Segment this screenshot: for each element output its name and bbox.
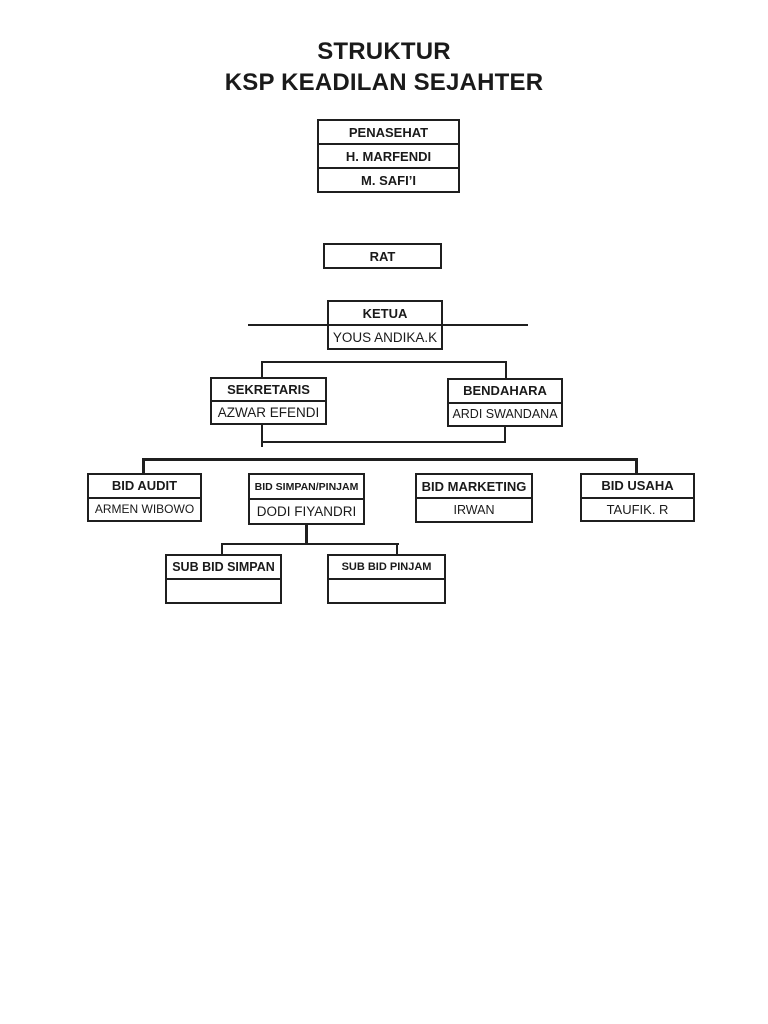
node-sub-bid-pinjam-title: SUB BID PINJAM — [341, 561, 432, 573]
node-bid-usaha: BID USAHA TAUFIK. R — [580, 473, 695, 522]
node-penasehat-member-2: M. SAFI’I — [319, 167, 458, 191]
node-rat-title: RAT — [369, 248, 396, 264]
connector-drop-to-bid-usaha — [635, 458, 638, 474]
page-title-line2: KSP KEADILAN SEJAHTER — [224, 69, 544, 96]
node-sub-bid-simpan: SUB BID SIMPAN — [165, 554, 282, 604]
node-sub-bid-simpan-title: SUB BID SIMPAN — [172, 560, 275, 574]
connector-sekretaris-bendahara-horizontal — [261, 441, 506, 443]
connector-drop-to-bendahara — [505, 361, 507, 379]
connector-bid-row-horizontal — [142, 458, 638, 461]
node-sub-bid-pinjam-name-empty — [329, 578, 444, 602]
node-bid-marketing-name: IRWAN — [417, 497, 531, 521]
node-penasehat: PENASEHAT H. MARFENDI M. SAFI’I — [317, 119, 460, 193]
node-bid-usaha-title: BID USAHA — [601, 478, 674, 494]
connector-sekretaris-down — [261, 424, 263, 447]
connector-drop-to-bid-audit — [142, 458, 145, 474]
node-sekretaris-title: SEKRETARIS — [227, 382, 310, 397]
connector-drop-to-sekretaris — [261, 361, 263, 378]
node-bid-simpan-pinjam: BID SIMPAN/PINJAM DODI FIYANDRI — [248, 473, 365, 525]
node-sub-bid-pinjam: SUB BID PINJAM — [327, 554, 446, 604]
node-bid-simpan-pinjam-name: DODI FIYANDRI — [250, 498, 363, 523]
page-title: STRUKTUR KSP KEADILAN SEJAHTER — [0, 36, 768, 98]
page-title-line1: STRUKTUR — [317, 38, 451, 65]
connector-bendahara-down — [504, 426, 506, 443]
node-bendahara-title: BENDAHARA — [463, 383, 547, 399]
node-bid-simpan-pinjam-title: BID SIMPAN/PINJAM — [254, 480, 359, 493]
node-ketua-name: YOUS ANDIKA.K — [329, 324, 441, 348]
node-bid-audit-name: ARMEN WIBOWO — [89, 496, 200, 521]
node-bid-audit-title: BID AUDIT — [111, 478, 178, 494]
connector-sub-bid-horizontal — [221, 543, 399, 545]
node-penasehat-member-1: H. MARFENDI — [319, 143, 458, 167]
node-penasehat-title: PENASEHAT — [348, 124, 429, 140]
connector-drop-to-sub-bid-simpan — [221, 543, 223, 555]
node-bid-marketing-title: BID MARKETING — [421, 478, 527, 494]
node-rat: RAT — [323, 243, 442, 269]
node-sekretaris: SEKRETARIS AZWAR EFENDI — [210, 377, 327, 425]
node-sekretaris-name: AZWAR EFENDI — [212, 400, 325, 423]
node-ketua: KETUA YOUS ANDIKA.K — [327, 300, 443, 350]
node-bid-usaha-name: TAUFIK. R — [582, 496, 693, 521]
node-sub-bid-simpan-name-empty — [167, 578, 280, 602]
node-bid-marketing: BID MARKETING IRWAN — [415, 473, 533, 523]
node-ketua-title: KETUA — [362, 305, 408, 321]
node-bid-audit: BID AUDIT ARMEN WIBOWO — [87, 473, 202, 522]
connector-ketua-children-horizontal — [261, 361, 507, 363]
connector-drop-to-sub-bid-pinjam — [396, 543, 398, 555]
node-bendahara: BENDAHARA ARDI SWANDANA — [447, 378, 563, 427]
connector-bid-simpan-pinjam-down — [305, 524, 308, 545]
node-bendahara-name: ARDI SWANDANA — [449, 401, 561, 426]
